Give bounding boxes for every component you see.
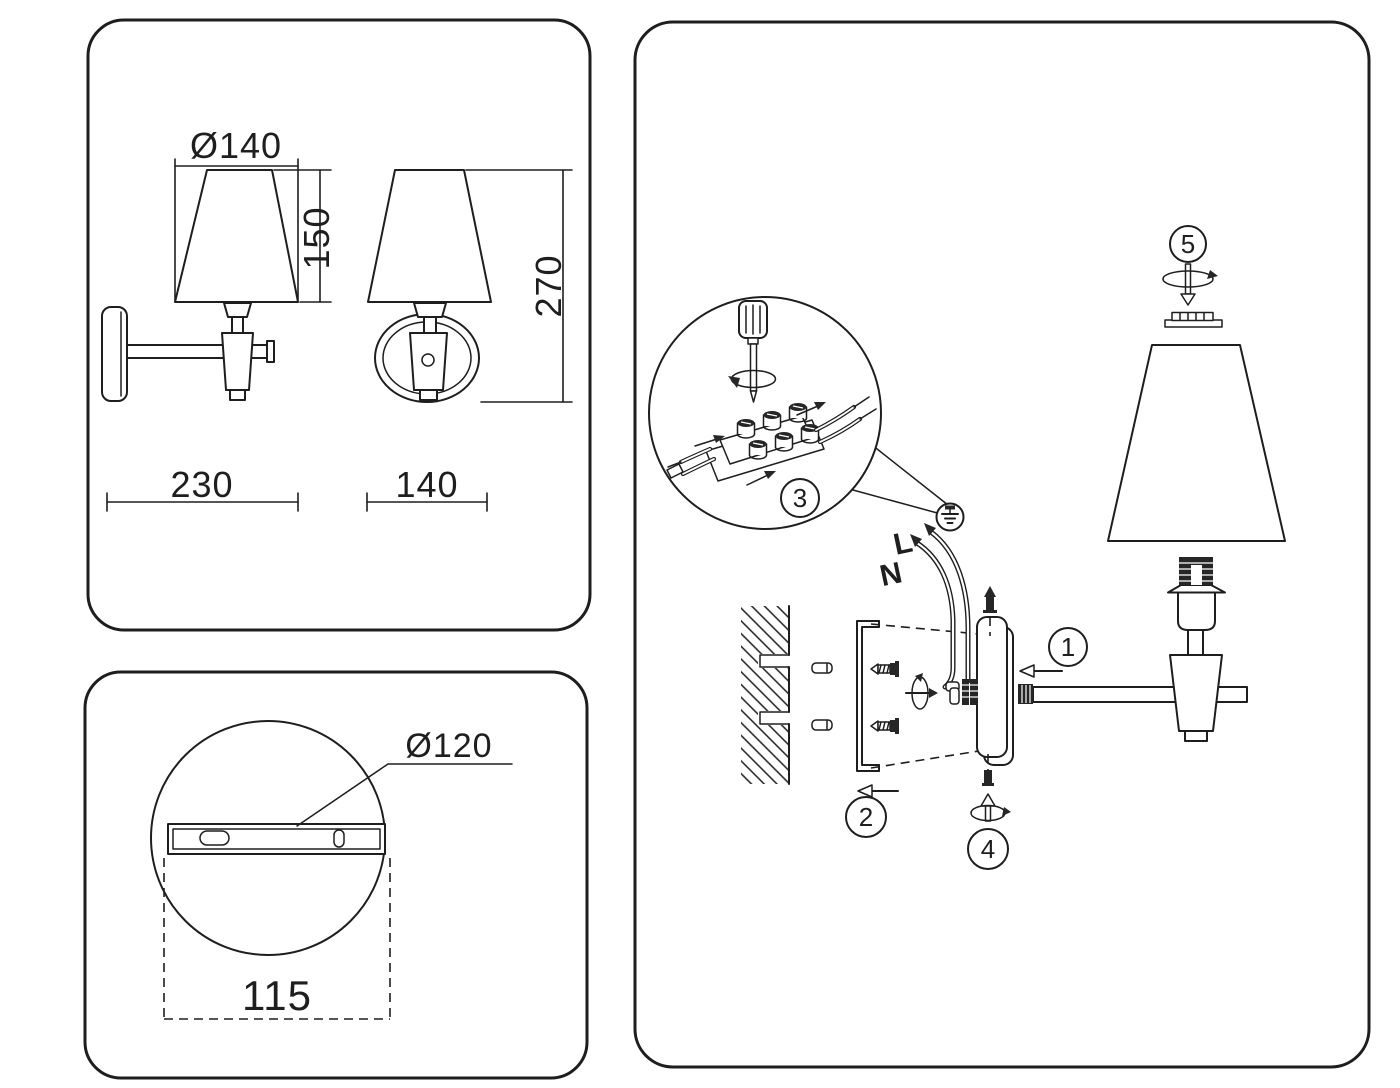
terminal-screw: [762, 411, 782, 431]
lampshade: [1107, 344, 1286, 542]
terminal-screw: [736, 419, 756, 439]
dim-label-shade-diameter: Ø140: [190, 125, 282, 166]
side-view: [101, 169, 299, 402]
stem: [1187, 629, 1204, 656]
projection-line: [870, 623, 980, 635]
panel-border: [86, 18, 592, 632]
wall-anchor: [811, 662, 833, 674]
panel-border: [83, 670, 589, 1080]
callout-wires: [666, 396, 877, 479]
step-number: 4: [981, 834, 995, 864]
wall-plate-side: [101, 306, 128, 402]
step-5-badge: 5: [1162, 225, 1218, 306]
dim-label-shade-height: 150: [296, 206, 337, 269]
slot-oval: [199, 830, 230, 846]
slot-keyhole: [333, 829, 345, 848]
insert-arrow: [746, 471, 776, 486]
wire-live: [910, 534, 956, 690]
wall-plate: [976, 616, 1014, 766]
wall-bracket: [856, 620, 880, 772]
screwdriver-icon: [728, 300, 777, 403]
candle-holder: [1169, 654, 1223, 732]
stem-front: [423, 316, 437, 334]
set-screw-top: [983, 586, 997, 636]
stem-side: [231, 316, 244, 334]
insert-arrow: [796, 402, 826, 416]
drill-hole: [759, 654, 790, 668]
ground-screw: [905, 673, 938, 710]
socket-collar-side: [223, 302, 252, 318]
mounting-screw: [870, 661, 899, 677]
set-screw-bottom: [982, 754, 994, 786]
wall-anchor: [811, 719, 833, 731]
socket-collar-front: [413, 302, 447, 318]
step-number: 1: [1061, 632, 1075, 662]
lampshade-front: [367, 169, 492, 303]
callout-terminal-block: 3: [648, 296, 949, 530]
front-view: [367, 169, 492, 403]
step-1-badge: 1: [1019, 627, 1088, 678]
step-number: 5: [1181, 229, 1195, 259]
wire-arrow: [910, 534, 922, 547]
arm-endcap: [266, 340, 275, 363]
ground-symbol-icon: [935, 502, 965, 532]
direction-arrow-icon: [857, 784, 873, 798]
insert-arrow: [694, 435, 725, 447]
dimension-shade-diameter: Ø140: [174, 125, 299, 301]
wire-terminal-fittings: [945, 679, 978, 705]
dim-label-overall-height: 270: [528, 254, 569, 317]
terminal-block: [705, 403, 825, 482]
projection-line: [870, 750, 980, 769]
step-4-badge: 4: [967, 828, 1009, 870]
step-2-badge: 2: [845, 784, 899, 838]
dimension-shade-height: 150: [273, 169, 337, 303]
step-3-badge: 3: [780, 478, 820, 518]
lamp-assembly: 5: [1018, 225, 1286, 742]
drill-hole: [759, 711, 790, 725]
terminal-screw: [788, 403, 808, 423]
wire-neutral: [924, 523, 971, 684]
dimension-hole-spacing: 115: [163, 858, 391, 1023]
dim-label-arm-depth: 230: [170, 464, 233, 505]
step-number: 2: [859, 802, 873, 832]
finial-nut: [1164, 311, 1223, 328]
dim-label-plate-diameter: Ø120: [405, 727, 492, 765]
wire-arrow: [924, 523, 936, 536]
screw-in-arrow: [970, 793, 1011, 822]
wire-label-neutral: N: [877, 556, 905, 593]
wall-section: [741, 605, 790, 785]
switch-dot: [421, 353, 435, 367]
dim-label-shade-width: 140: [395, 464, 458, 505]
socket-thread: [1179, 557, 1213, 585]
terminal-screw: [774, 432, 794, 452]
panel-installation: 3 L N 1 2: [633, 20, 1371, 1069]
wall-hatch: [741, 606, 789, 784]
direction-arrow-icon: [1019, 664, 1035, 678]
panel-border: [633, 20, 1371, 1069]
lampshade-side: [174, 169, 299, 303]
socket-flare: [1167, 584, 1226, 594]
leader-line: [296, 763, 513, 827]
dimension-arm-depth: 230: [106, 464, 299, 512]
dimension-shade-width: 140: [366, 464, 488, 512]
direction-arrow-icon: [1180, 293, 1196, 306]
socket-cup: [1177, 591, 1216, 631]
rotation-arrow-icon: [1162, 270, 1214, 288]
panel-mounting-plate: Ø120 115: [83, 670, 589, 1080]
step-number: 3: [793, 483, 807, 513]
dimension-overall-height: 270: [465, 169, 573, 403]
candle-holder-side: [221, 332, 254, 391]
mounting-screw: [870, 718, 899, 734]
terminal-screw: [748, 440, 768, 460]
panel-dimension-views: Ø140 150 270 230 140: [86, 18, 592, 632]
dim-label-hole-spacing: 115: [242, 972, 312, 1019]
